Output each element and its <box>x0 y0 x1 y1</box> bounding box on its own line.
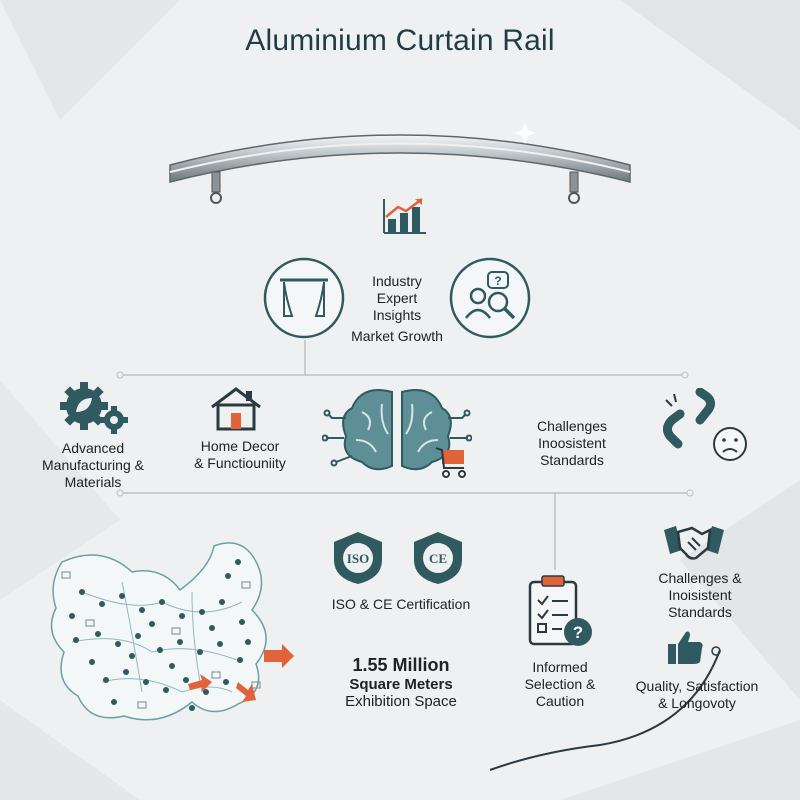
svg-text:?: ? <box>494 274 501 288</box>
exhibition-stat: 1.55 Million <box>352 655 450 675</box>
svg-text:?: ? <box>573 623 583 642</box>
clipboard-checklist-icon: ? <box>528 575 592 646</box>
challenges-label: Challenges Inoosistent Standards <box>536 418 608 468</box>
ce-badge-icon: CE <box>414 532 462 584</box>
broken-chain-icon <box>662 388 747 461</box>
house-icon <box>211 387 261 431</box>
market-growth-label: Market Growth <box>351 328 443 344</box>
brain-icon <box>322 389 472 478</box>
svg-text:ISO: ISO <box>347 551 369 566</box>
certification-label: ISO & CE Certification <box>331 596 471 612</box>
manufacturing-label: Advanced Manufacturing & Materials <box>42 440 144 490</box>
network-map-illustration <box>50 542 294 721</box>
gears-icon <box>60 382 128 434</box>
informed-selection-label: Informed Selection & Caution <box>524 659 596 709</box>
curtain-rail-illustration <box>169 122 631 204</box>
insights-label: Industry Expert Insights <box>372 273 422 323</box>
challenges-right-label: Challenges & Inoisistent Standards <box>658 570 742 620</box>
iso-badge-icon: ISO <box>334 532 382 584</box>
svg-text:CE: CE <box>429 551 447 566</box>
growth-chart-icon <box>383 198 426 234</box>
curtain-icon <box>263 257 345 339</box>
quality-label: Quality, Satisfaction & Longovoty <box>635 678 759 711</box>
home-decor-label: Home Decor & Functiouniity <box>194 438 286 471</box>
exhibition-label: Square Meters Exhibition Space <box>345 676 457 710</box>
expert-search-icon: ? <box>449 257 531 339</box>
page-title: Aluminium Curtain Rail <box>245 24 555 57</box>
thumbs-up-icon <box>668 631 703 664</box>
handshake-icon <box>664 526 724 560</box>
